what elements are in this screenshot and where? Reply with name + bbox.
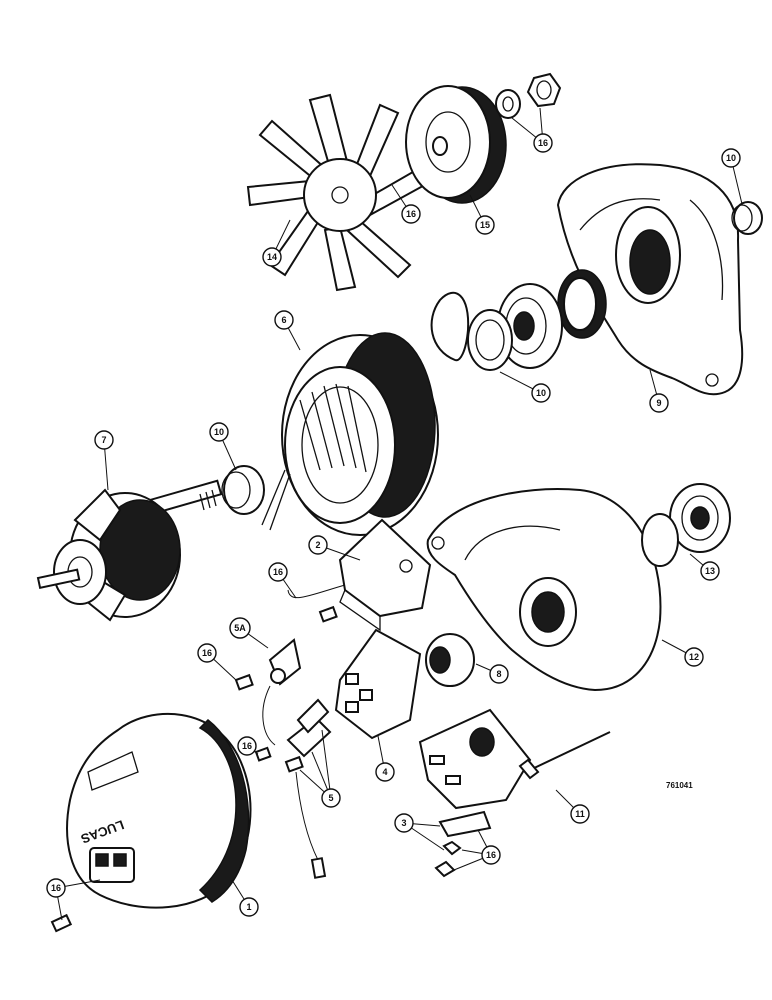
drawing-number: 761041	[666, 781, 693, 790]
through-bolt	[518, 731, 611, 780]
bearing-spacer	[467, 309, 513, 371]
callout-5: 5	[321, 788, 341, 808]
regulator-screw	[318, 605, 338, 623]
callout-16-pulley-nut: 16	[533, 133, 553, 153]
svg-text:16: 16	[273, 567, 283, 577]
callout-13: 13	[700, 561, 720, 581]
diode-screw	[234, 673, 254, 691]
svg-text:5A: 5A	[234, 623, 246, 633]
svg-text:5: 5	[328, 793, 333, 803]
slip-ring-bush	[221, 465, 265, 515]
svg-text:13: 13	[705, 566, 715, 576]
svg-text:16: 16	[202, 648, 212, 658]
svg-text:8: 8	[496, 669, 501, 679]
svg-text:16: 16	[242, 741, 252, 751]
voltage-regulator	[287, 518, 432, 632]
svg-text:6: 6	[281, 315, 286, 325]
svg-text:16: 16	[406, 209, 416, 219]
svg-text:16: 16	[538, 138, 548, 148]
svg-text:15: 15	[480, 220, 490, 230]
svg-text:3: 3	[401, 818, 406, 828]
brush-box	[425, 633, 475, 687]
svg-text:9: 9	[656, 398, 661, 408]
terminal-plate	[418, 708, 532, 878]
svg-text:10: 10	[726, 153, 736, 163]
svg-text:11: 11	[575, 809, 585, 819]
drive-end-bearing	[497, 283, 563, 369]
callout-16-fan: 16	[401, 204, 421, 224]
callout-16-cover-screw: 16	[46, 878, 66, 898]
callout-11: 11	[570, 804, 590, 824]
terminal-links	[284, 698, 332, 879]
svg-text:14: 14	[267, 252, 277, 262]
rectifier	[334, 628, 422, 740]
callout-2: 2	[308, 535, 328, 555]
svg-text:1: 1	[246, 902, 251, 912]
svg-text:4: 4	[382, 767, 387, 777]
svg-text:10: 10	[536, 388, 546, 398]
callout-16-regulator-screw: 16	[268, 562, 288, 582]
callout-16-terminal-nuts: 16	[481, 845, 501, 865]
callout-9: 9	[649, 393, 669, 413]
callout-5a: 5A	[229, 617, 251, 639]
svg-text:2: 2	[315, 540, 320, 550]
callout-10-bearing: 10	[531, 383, 551, 403]
callout-1: 1	[239, 897, 259, 917]
callout-3: 3	[394, 813, 414, 833]
slip-ring-end-bracket	[426, 488, 662, 692]
callout-4: 4	[375, 762, 395, 782]
callout-15: 15	[475, 215, 495, 235]
rotor	[36, 479, 223, 622]
oil-seal	[557, 269, 607, 339]
svg-text:10: 10	[214, 427, 224, 437]
bearing-circlip	[641, 513, 679, 567]
slip-ring-bearing	[669, 483, 731, 553]
drive-end-bracket	[556, 163, 744, 396]
bracket-bush	[731, 201, 763, 235]
surge-diode	[262, 638, 302, 746]
svg-text:16: 16	[51, 883, 61, 893]
stator	[261, 332, 439, 536]
svg-text:7: 7	[101, 435, 106, 445]
callout-6: 6	[274, 310, 294, 330]
callout-7: 7	[94, 430, 114, 450]
pulley-nut	[526, 72, 562, 108]
callout-10-bush-left: 10	[209, 422, 229, 442]
callout-16-diode-screw: 16	[197, 643, 217, 663]
callout-12: 12	[684, 647, 704, 667]
end-cover: LUCAS	[66, 712, 252, 909]
pulley-washer	[495, 89, 521, 119]
circlip	[430, 291, 470, 362]
svg-text:16: 16	[486, 850, 496, 860]
cover-screw	[50, 913, 73, 933]
callout-10-bush-right: 10	[721, 148, 741, 168]
svg-text:12: 12	[689, 652, 699, 662]
link-screw	[254, 746, 272, 762]
callout-16-link-screw: 16	[237, 736, 257, 756]
callout-8: 8	[489, 664, 509, 684]
pulley	[405, 85, 507, 204]
callout-14: 14	[262, 247, 282, 267]
